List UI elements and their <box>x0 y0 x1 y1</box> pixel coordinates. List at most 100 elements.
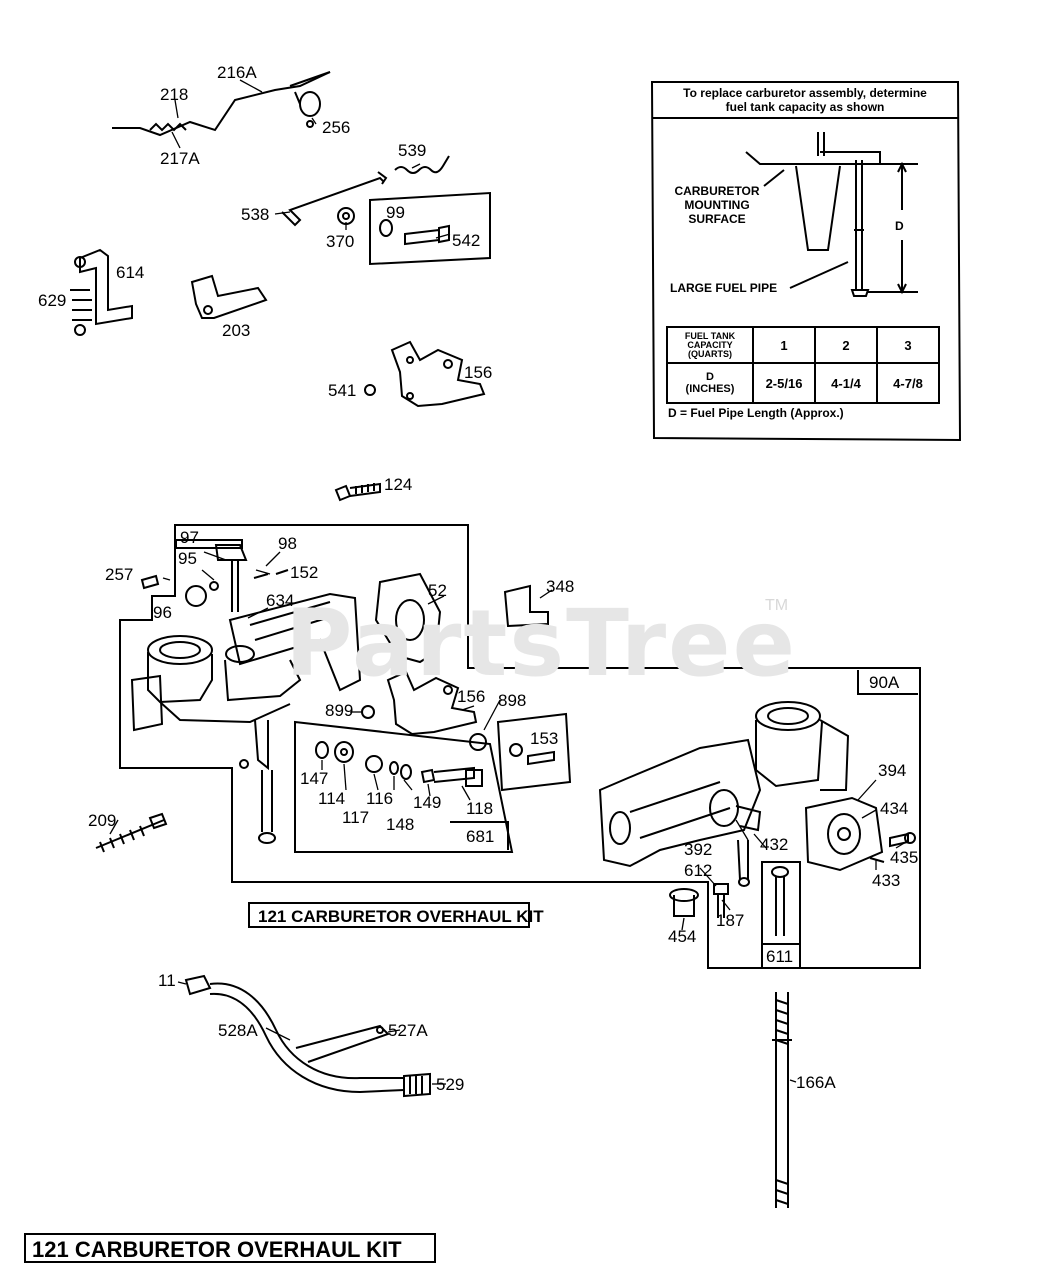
dimension-letter: D <box>895 219 904 233</box>
fuel-pipe-part <box>184 974 431 1098</box>
part-label: 898 <box>498 691 527 710</box>
box-681-tag <box>450 821 509 850</box>
capacity-header-l1: FUEL TANK <box>684 330 736 341</box>
carburetor-body-right <box>598 701 916 887</box>
part-label: 11 <box>158 971 176 990</box>
part-label: 899 <box>325 701 354 720</box>
screw-124-part <box>334 482 381 502</box>
part-label: 152 <box>290 563 319 582</box>
bracket-203-part <box>190 274 268 319</box>
watermark-trademark: TM <box>765 597 789 614</box>
part-label: 216A <box>217 63 257 82</box>
screw-209-part <box>95 812 168 853</box>
inset-heading-line2: fuel tank capacity as shown <box>725 100 885 114</box>
part-label: 218 <box>160 85 189 104</box>
screw-187-part <box>713 883 729 918</box>
part-label: 539 <box>398 141 427 160</box>
kit-boundary-outline <box>119 524 921 969</box>
part-label: 187 <box>716 911 745 930</box>
fuel-tank-inset <box>650 81 962 442</box>
part-label: 209 <box>88 811 117 830</box>
part-label: 542 <box>452 231 481 250</box>
inset-footnote: D = Fuel Pipe Length (Approx.) <box>668 406 844 420</box>
plate-156-upper <box>364 340 486 408</box>
carburetor-body-left <box>130 539 362 844</box>
box-611 <box>761 861 801 969</box>
screw-611-part <box>771 866 789 936</box>
box-681 <box>294 720 514 853</box>
box-90a-tag <box>857 670 918 695</box>
part-label: 394 <box>878 761 907 780</box>
part-label: 117 <box>342 808 370 827</box>
part-label: 148 <box>386 815 415 834</box>
part-label: 124 <box>384 475 413 494</box>
part-label: 153 <box>530 729 559 748</box>
part-label: 370 <box>326 232 355 251</box>
choke-link-part <box>112 71 331 137</box>
governor-box <box>337 191 491 266</box>
part-label: 348 <box>546 577 575 596</box>
part-label: 203 <box>222 321 251 340</box>
mount-line3: SURFACE <box>688 212 746 226</box>
bracket-614-part <box>70 248 133 336</box>
part-label: 432 <box>760 835 789 854</box>
governor-spring-part <box>281 155 450 227</box>
leader-lines <box>109 79 907 1085</box>
part-label: 528A <box>218 1021 258 1040</box>
part-label: 95 <box>178 549 197 568</box>
overhaul-kit-label-small: 121 CARBURETOR OVERHAUL KIT <box>248 902 544 928</box>
length-header-l2: (INCHES) <box>685 383 735 395</box>
part-label: 454 <box>668 927 697 946</box>
part-label: 118 <box>466 799 494 818</box>
capacity-header-l2: CAPACITY <box>687 339 733 350</box>
part-label: 156 <box>464 363 493 382</box>
capacity-cell: 3 <box>876 326 940 364</box>
part-label: 433 <box>872 871 901 890</box>
part-label: 156 <box>457 687 486 706</box>
part-label: 217A <box>160 149 200 168</box>
mounting-surface-label: CARBURETOR MOUNTING SURFACE <box>668 184 766 226</box>
watermark: PartsTree <box>285 590 797 697</box>
capacity-cell: 2 <box>814 326 878 364</box>
stud-166a-part <box>772 992 792 1208</box>
gasket-52-part <box>374 572 442 664</box>
part-label: 114 <box>318 789 346 808</box>
overhaul-kit-label-large: 121 CARBURETOR OVERHAUL KIT <box>24 1233 436 1263</box>
part-label: 166A <box>796 1073 836 1092</box>
part-label: 97 <box>180 528 199 547</box>
part-label: 541 <box>328 381 357 400</box>
part-label: 629 <box>38 291 67 310</box>
jet-parts-681 <box>315 741 483 787</box>
length-header-l1: D <box>706 371 714 383</box>
large-fuel-pipe-label: LARGE FUEL PIPE <box>670 281 778 295</box>
part-label: 538 <box>241 205 270 224</box>
part-label: 614 <box>116 263 145 282</box>
part-label: 257 <box>105 565 134 584</box>
part-label: 529 <box>436 1075 465 1094</box>
length-cell: 4-1/4 <box>814 362 878 404</box>
part-label: 256 <box>322 118 351 137</box>
part-label: 116 <box>366 789 394 808</box>
part-label: 611 <box>766 947 794 966</box>
bracket-348-part <box>503 584 549 628</box>
part-label: 90A <box>869 673 900 692</box>
fuel-tank-table: FUEL TANK CAPACITY (QUARTS) 1 2 3 D (INC… <box>666 326 940 404</box>
part-label: 99 <box>386 203 405 222</box>
part-label: 612 <box>684 861 713 880</box>
part-label: 527A <box>388 1021 428 1040</box>
mount-line1: CARBURETOR <box>674 184 760 198</box>
inset-heading: To replace carburetor assembly, determin… <box>655 86 955 114</box>
mount-line2: MOUNTING <box>684 198 750 212</box>
length-cell: 4-7/8 <box>876 362 940 404</box>
plug-454-part <box>669 888 699 917</box>
part-label: 634 <box>266 591 295 610</box>
part-label: 681 <box>466 827 495 846</box>
part-label: 392 <box>684 840 713 859</box>
part-label: 435 <box>890 848 919 867</box>
part-label: 434 <box>880 799 909 818</box>
capacity-header: FUEL TANK CAPACITY (QUARTS) <box>666 326 754 364</box>
length-header: D (INCHES) <box>666 362 754 404</box>
part-label: 52 <box>428 581 447 600</box>
box-153 <box>496 712 572 792</box>
